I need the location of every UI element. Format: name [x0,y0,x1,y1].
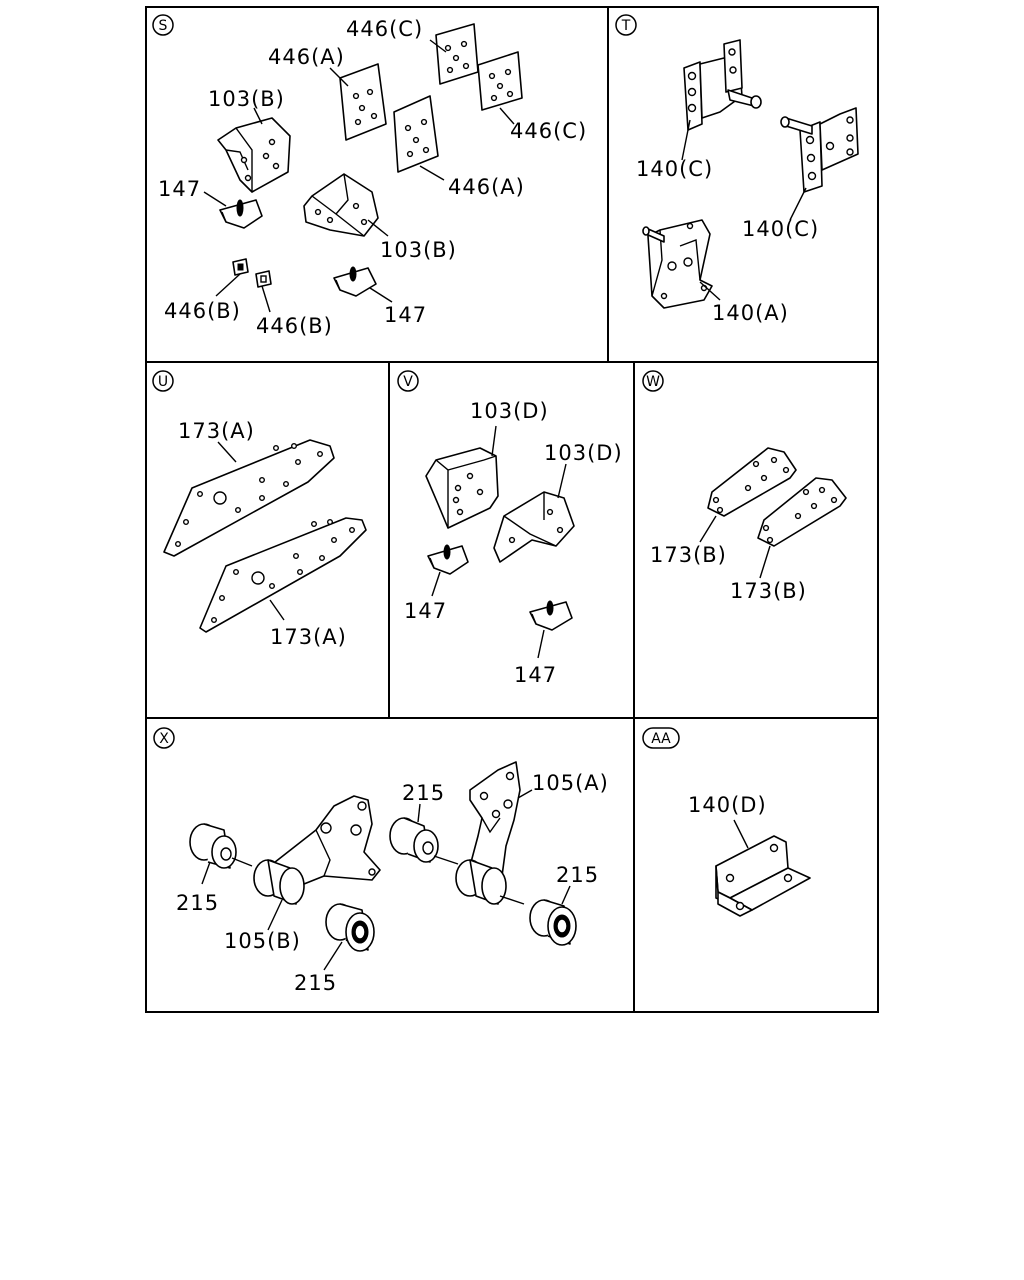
panel-t-drawings [642,39,859,309]
label-140c-right: 140(C) [742,217,819,241]
label-173a-upper: 173(A) [178,419,255,443]
panel-badge-x: X [153,727,175,749]
bracket-103d-upper [425,447,499,529]
plate-173b-upper [707,447,797,517]
panel-badge-t: T [615,14,637,36]
washer-446b-left [232,258,249,276]
plate-446a-upper [339,63,387,141]
label-173b-lower: 173(B) [730,579,807,603]
plate-446c-top [435,23,479,85]
label-173a-lower: 173(A) [270,625,347,649]
label-215-bottom: 215 [294,971,337,995]
label-103b-bottom: 103(B) [380,238,457,262]
label-140d: 140(D) [688,793,767,817]
panel-aa-labels: 140(D) [688,793,767,817]
label-103d-upper: 103(D) [470,399,549,423]
panel-t-labels: 140(C) 140(C) 140(A) [636,157,819,325]
washer-446b-right [255,270,272,288]
bush-215-mid [389,817,439,863]
plate-446a-lower [393,95,439,173]
panel-x-drawings [189,761,577,971]
panel-u-drawings [163,439,367,633]
label-105a: 105(A) [532,771,609,795]
bracket-140c-right [780,107,859,193]
bracket-103b-upper [217,117,291,193]
label-140a: 140(A) [712,301,789,325]
panel-badge-s: S [152,14,174,36]
panel-w-drawings [699,447,847,579]
label-147-top: 147 [158,177,201,201]
label-147-bottom: 147 [384,303,427,327]
label-446a-top: 446(A) [268,45,345,69]
bush-215-left-top [189,823,237,869]
panel-frames [145,6,879,1013]
panel-badge-v: V [397,370,419,392]
label-446b-left: 446(B) [164,299,241,323]
svg-text:X: X [159,731,169,747]
label-173b-upper: 173(B) [650,543,727,567]
svg-text:U: U [158,374,168,390]
arm-105a [455,761,521,905]
bracket-140a [642,219,713,309]
svg-text:T: T [621,18,631,34]
label-215-right: 215 [556,863,599,887]
svg-text:S: S [159,18,168,34]
panel-badge-u: U [152,370,174,392]
bush-215-right [529,899,577,946]
panel-s-labels: 446(C) 446(A) 103(B) 446(C) 446(A) 147 1… [158,17,587,338]
panel-v-labels: 103(D) 103(D) 147 147 [404,399,623,687]
plate-173b-lower [757,477,847,547]
plate-173a-upper [163,439,335,557]
bracket-140c-left [683,39,762,131]
label-140c-left: 140(C) [636,157,713,181]
bracket-103b-lower [303,173,379,237]
pad-147-v-upper [427,544,469,575]
label-446c-top: 446(C) [346,17,423,41]
label-103d-lower: 103(D) [544,441,623,465]
panel-v-drawings [425,425,575,659]
label-147-v-upper: 147 [404,599,447,623]
panel-x-labels: 215 105(A) 215 215 105(B) 215 [176,771,609,995]
label-147-v-lower: 147 [514,663,557,687]
panel-badge-w: W [642,370,664,392]
label-103b-top: 103(B) [208,87,285,111]
svg-text:W: W [646,374,660,390]
pad-147-v-lower [529,600,573,631]
panel-u-labels: 173(A) 173(A) [178,419,347,649]
panel-aa-drawings [715,819,811,917]
plate-173a-lower [199,517,367,633]
panel-badge-aa: AA [642,727,680,749]
panel-w-labels: 173(B) 173(B) [650,543,807,603]
label-215-left: 215 [176,891,219,915]
label-105b: 105(B) [224,929,301,953]
bush-215-left-bottom [325,903,375,952]
arm-105b [253,795,381,905]
bracket-140d [715,835,811,917]
label-446b-right: 446(B) [256,314,333,338]
label-446c-right: 446(C) [510,119,587,143]
label-446a-right: 446(A) [448,175,525,199]
pad-147-lower [333,266,377,297]
label-215-mid: 215 [402,781,445,805]
svg-text:AA: AA [651,731,671,747]
bracket-103d-lower [493,491,575,563]
plate-446c-right [477,51,523,111]
svg-text:V: V [403,374,413,390]
pad-147-upper [219,199,263,229]
panel-s-drawings [203,23,523,313]
